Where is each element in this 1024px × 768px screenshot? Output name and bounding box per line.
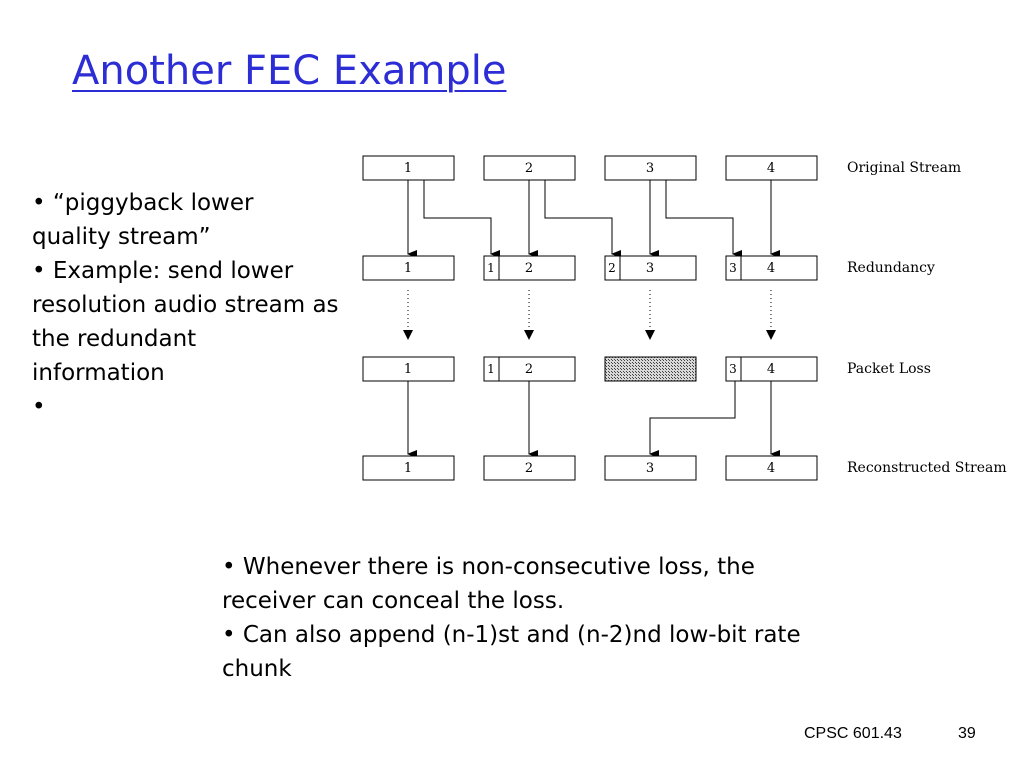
packet-number: 3 <box>646 261 654 276</box>
footer-page-number: 39 <box>958 725 976 742</box>
redundant-packet-number: 3 <box>729 362 737 376</box>
packet-number: 4 <box>767 261 775 276</box>
bottom-bullet-list: • Whenever there is non-consecutive loss… <box>222 550 902 686</box>
redundant-packet-number: 3 <box>729 261 737 275</box>
row-label-loss: Packet Loss <box>847 361 931 377</box>
bottom-bullet-line: receiver can conceal the loss. <box>222 588 565 614</box>
left-bullet-line: quality stream” <box>32 224 211 250</box>
row-label-original: Original Stream <box>847 160 961 176</box>
transmission-dotted-arrows <box>403 290 776 340</box>
row-label-redundancy: Redundancy <box>847 260 935 276</box>
bottom-bullet-line: chunk <box>222 656 292 682</box>
bottom-bullet-line: • Whenever there is non-consecutive loss… <box>222 554 755 580</box>
slide-title: Another FEC Example <box>72 48 507 94</box>
packet-number: 1 <box>404 161 412 176</box>
left-bullet-line: information <box>32 360 165 386</box>
bottom-bullet-line: • Can also append (n-1)st and (n-2)nd lo… <box>222 622 801 648</box>
left-bullet-line: resolution audio stream as <box>32 292 339 318</box>
reconstruction-arrows <box>407 381 780 458</box>
redundant-packet-number: 1 <box>487 362 495 376</box>
left-bullet-line: • “piggyback lower <box>32 190 254 216</box>
packet-loss-row: 1 2 4 1 3 Packet Loss <box>362 356 931 382</box>
packet-number: 4 <box>767 161 775 176</box>
packet-number: 2 <box>525 461 533 476</box>
packet-number: 4 <box>767 362 775 377</box>
row-label-reconstructed: Reconstructed Stream <box>847 460 1007 476</box>
redundancy-row: 1 2 3 4 1 2 3 Redundancy <box>362 255 935 281</box>
left-bullet-list: • “piggyback lower quality stream” • Exa… <box>32 186 392 424</box>
packet-number: 1 <box>404 461 412 476</box>
packet-number: 3 <box>646 461 654 476</box>
packet-number: 2 <box>525 261 533 276</box>
redundant-packet-number: 2 <box>608 261 616 275</box>
original-to-redundancy-arrows <box>407 180 780 258</box>
packet-number: 3 <box>646 161 654 176</box>
original-row: 1 2 3 4 Original Stream <box>362 155 961 181</box>
packet-number: 2 <box>525 161 533 176</box>
reconstructed-row: 1 2 3 4 Reconstructed Stream <box>362 455 1007 481</box>
left-bullet-line: the redundant <box>32 326 197 352</box>
lost-packet <box>604 356 697 382</box>
packet-number: 1 <box>404 362 412 377</box>
packet-number: 4 <box>767 461 775 476</box>
left-bullet-line: • <box>32 394 46 420</box>
left-bullet-line: • Example: send lower <box>32 258 294 284</box>
redundant-packet-number: 1 <box>487 261 495 275</box>
footer-course: CPSC 601.43 <box>804 725 902 742</box>
packet-number: 2 <box>525 362 533 377</box>
packet-number: 1 <box>404 261 412 276</box>
